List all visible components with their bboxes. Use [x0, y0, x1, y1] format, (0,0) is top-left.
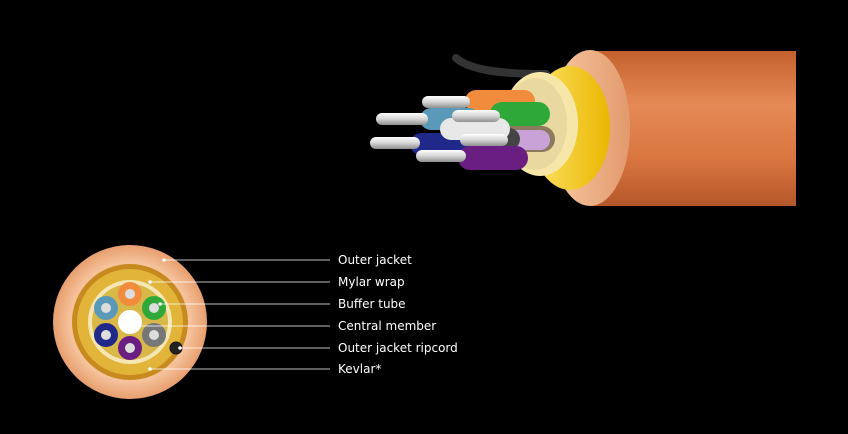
- label-mylar-wrap: Mylar wrap: [338, 275, 405, 289]
- cross-fiber: [101, 303, 111, 313]
- fiber-strand: [416, 150, 466, 162]
- fiber-strand: [370, 137, 420, 149]
- label-outer-jacket-ripcord: Outer jacket ripcord: [338, 341, 458, 355]
- cross-fiber: [149, 330, 159, 340]
- leader-lines: [134, 259, 330, 370]
- leader-dot: [148, 367, 152, 371]
- fiber-strand: [452, 110, 500, 122]
- tube-3d-purple: [458, 146, 528, 170]
- leader-dots: [132, 258, 182, 371]
- leader-dot: [162, 258, 166, 262]
- cross-fiber: [125, 289, 135, 299]
- ripcord-strand: [452, 54, 550, 78]
- label-buffer-tube: Buffer tube: [338, 297, 406, 311]
- cross-central-member: [118, 310, 142, 334]
- label-kevlar: Kevlar*: [338, 362, 382, 376]
- cable-cross-section: [53, 245, 207, 399]
- fiber-strand: [376, 113, 428, 125]
- fiber-strand: [460, 134, 508, 146]
- cross-fiber: [101, 330, 111, 340]
- fibers-3d: [370, 96, 508, 162]
- fiber-strand: [422, 96, 470, 108]
- leader-dot: [158, 302, 162, 306]
- leader-dot: [178, 346, 182, 350]
- label-central-member: Central member: [338, 319, 437, 333]
- cable-3d-view: [370, 50, 796, 206]
- cross-fiber: [149, 303, 159, 313]
- leader-dot: [132, 324, 136, 328]
- label-outer-jacket: Outer jacket: [338, 253, 412, 267]
- cross-fiber: [125, 343, 135, 353]
- leader-dot: [148, 280, 152, 284]
- cross-buffer-tubes: [94, 282, 166, 360]
